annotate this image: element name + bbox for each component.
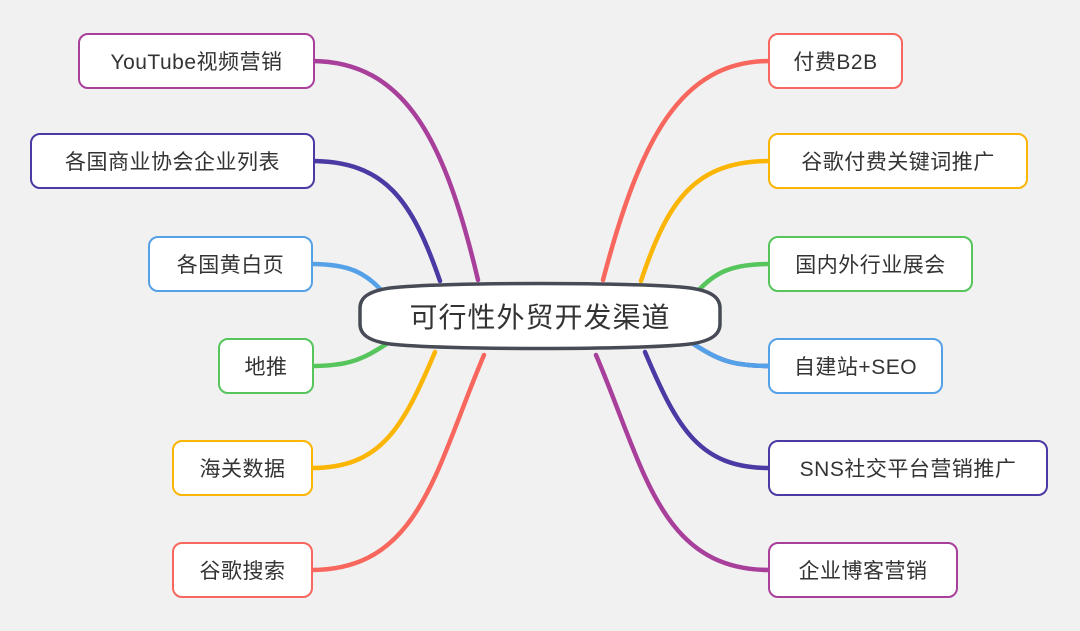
node-country-yellow-white-pages[interactable]: 各国黄白页 <box>148 236 313 292</box>
connector-customs-data <box>308 349 438 471</box>
node-trade-shows[interactable]: 国内外行业展会 <box>768 236 973 292</box>
connector-google-search <box>308 352 487 573</box>
connector-corporate-blog-marketing <box>593 352 773 573</box>
connector-paid-b2b <box>600 58 773 283</box>
node-label: 海关数据 <box>199 458 286 481</box>
connector-sns-social-marketing-2 <box>642 349 773 471</box>
node-label: 谷歌付费关键词推广 <box>801 151 995 174</box>
node-label: SNS社交平台营销推广 <box>799 458 1017 481</box>
node-country-business-association-lists[interactable]: 各国商业协会企业列表 <box>30 133 315 189</box>
node-label: 各国商业协会企业列表 <box>65 151 280 174</box>
node-google-paid-keywords[interactable]: 谷歌付费关键词推广 <box>768 133 1028 189</box>
connector-country-business-association-lists <box>308 158 443 284</box>
connector-ground-promotion <box>308 340 391 369</box>
node-label: 自建站+SEO <box>793 356 918 379</box>
connector-trade-shows <box>693 261 773 296</box>
node-label: YouTube视频营销 <box>110 51 283 74</box>
node-label: 付费B2B <box>793 51 878 74</box>
node-ground-promotion[interactable]: 地推 <box>218 338 314 394</box>
center-topic[interactable]: 可行性外贸开发渠道 <box>362 281 718 351</box>
node-label: 地推 <box>244 356 288 379</box>
node-sns-social-marketing[interactable]: SNS社交平台营销推广 <box>768 440 1048 496</box>
connector-country-yellow-white-pages <box>308 261 387 296</box>
node-own-site-seo[interactable]: 自建站+SEO <box>768 338 943 394</box>
node-corporate-blog-marketing[interactable]: 企业博客营销 <box>768 542 958 598</box>
center-topic-label: 可行性外贸开发渠道 <box>409 302 671 333</box>
node-youtube-video-marketing[interactable]: YouTube视频营销 <box>78 33 315 89</box>
connector-own-site-seo <box>689 340 773 369</box>
node-customs-data[interactable]: 海关数据 <box>172 440 313 496</box>
connector-google-paid-keywords <box>638 158 773 284</box>
node-label: 各国黄白页 <box>176 254 285 277</box>
node-label: 国内外行业展会 <box>795 254 946 277</box>
node-google-search[interactable]: 谷歌搜索 <box>172 542 313 598</box>
node-label: 谷歌搜索 <box>199 560 286 583</box>
center-topic-shape <box>358 281 722 351</box>
connector-youtube-video-marketing <box>308 58 481 283</box>
node-paid-b2b[interactable]: 付费B2B <box>768 33 903 89</box>
node-label: 企业博客营销 <box>798 560 928 583</box>
